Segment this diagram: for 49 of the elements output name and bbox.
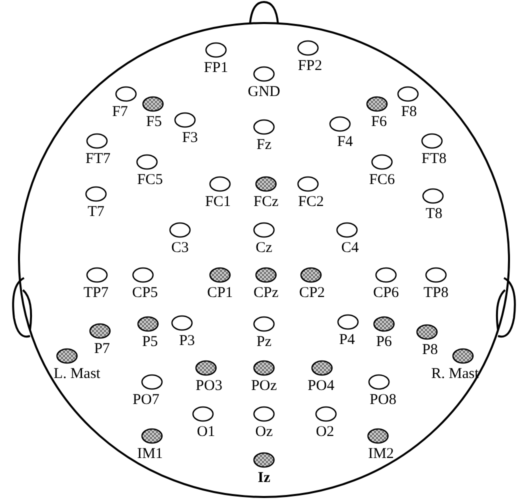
- electrode-label: Cz: [256, 240, 272, 256]
- electrode-label: P7: [94, 341, 110, 357]
- electrode-label: TP8: [423, 285, 448, 301]
- electrode-label: FC1: [205, 194, 231, 210]
- electrode-label: PO7: [132, 392, 160, 408]
- electrode-label: O2: [316, 424, 334, 440]
- electrode-label: Oz: [255, 424, 273, 440]
- electrode-label: IM2: [368, 446, 394, 462]
- electrode-label: T8: [426, 206, 442, 222]
- electrode-label: CP6: [373, 285, 399, 301]
- electrode-label: P3: [179, 333, 195, 349]
- electrode-label: POz: [251, 378, 277, 394]
- electrode-label: FCz: [253, 194, 278, 210]
- electrode-label: CPz: [253, 285, 278, 301]
- electrode-label: F7: [112, 104, 128, 120]
- electrode-label: C3: [171, 240, 189, 256]
- electrode-label: FP2: [298, 58, 322, 74]
- electrode-label: L. Mast: [54, 366, 100, 382]
- electrode-label: GND: [248, 84, 280, 100]
- electrode-label: P8: [422, 342, 438, 358]
- electrode-label: FP1: [204, 60, 228, 76]
- electrode-label: FC6: [369, 172, 395, 188]
- electrode-label: P6: [376, 334, 392, 350]
- electrode-label: O1: [196, 424, 216, 440]
- electrode-label: P5: [142, 334, 158, 350]
- electrode-label: R. Mast: [431, 366, 479, 382]
- electrode-label: F5: [146, 114, 162, 130]
- electrode-label: IM1: [137, 446, 163, 462]
- electrode-label: PO8: [370, 392, 396, 408]
- electrode-label: PO3: [196, 378, 222, 394]
- electrode-label: F3: [182, 130, 198, 146]
- electrode-label: T7: [88, 204, 104, 220]
- electrode-label: TP7: [83, 285, 108, 301]
- electrode-label: C4: [341, 240, 359, 256]
- electrode-label: F8: [401, 104, 417, 120]
- electrode-label: Fz: [256, 137, 272, 153]
- electrode-label: P4: [339, 332, 355, 348]
- electrode-label: CP1: [207, 285, 233, 301]
- electrode-label: Iz: [258, 470, 270, 486]
- electrode-label: F4: [337, 134, 353, 150]
- electrode-label: PO4: [308, 378, 334, 394]
- electrode-label: CP5: [132, 285, 158, 301]
- electrode-label: FC2: [298, 194, 324, 210]
- electrode-label: FT8: [421, 151, 446, 167]
- electrode-label: CP2: [299, 285, 325, 301]
- electrode-label: FT7: [85, 151, 110, 167]
- electrode-label: Pz: [256, 334, 272, 350]
- electrode-label: FC5: [137, 172, 163, 188]
- electrode-label: F6: [371, 114, 387, 130]
